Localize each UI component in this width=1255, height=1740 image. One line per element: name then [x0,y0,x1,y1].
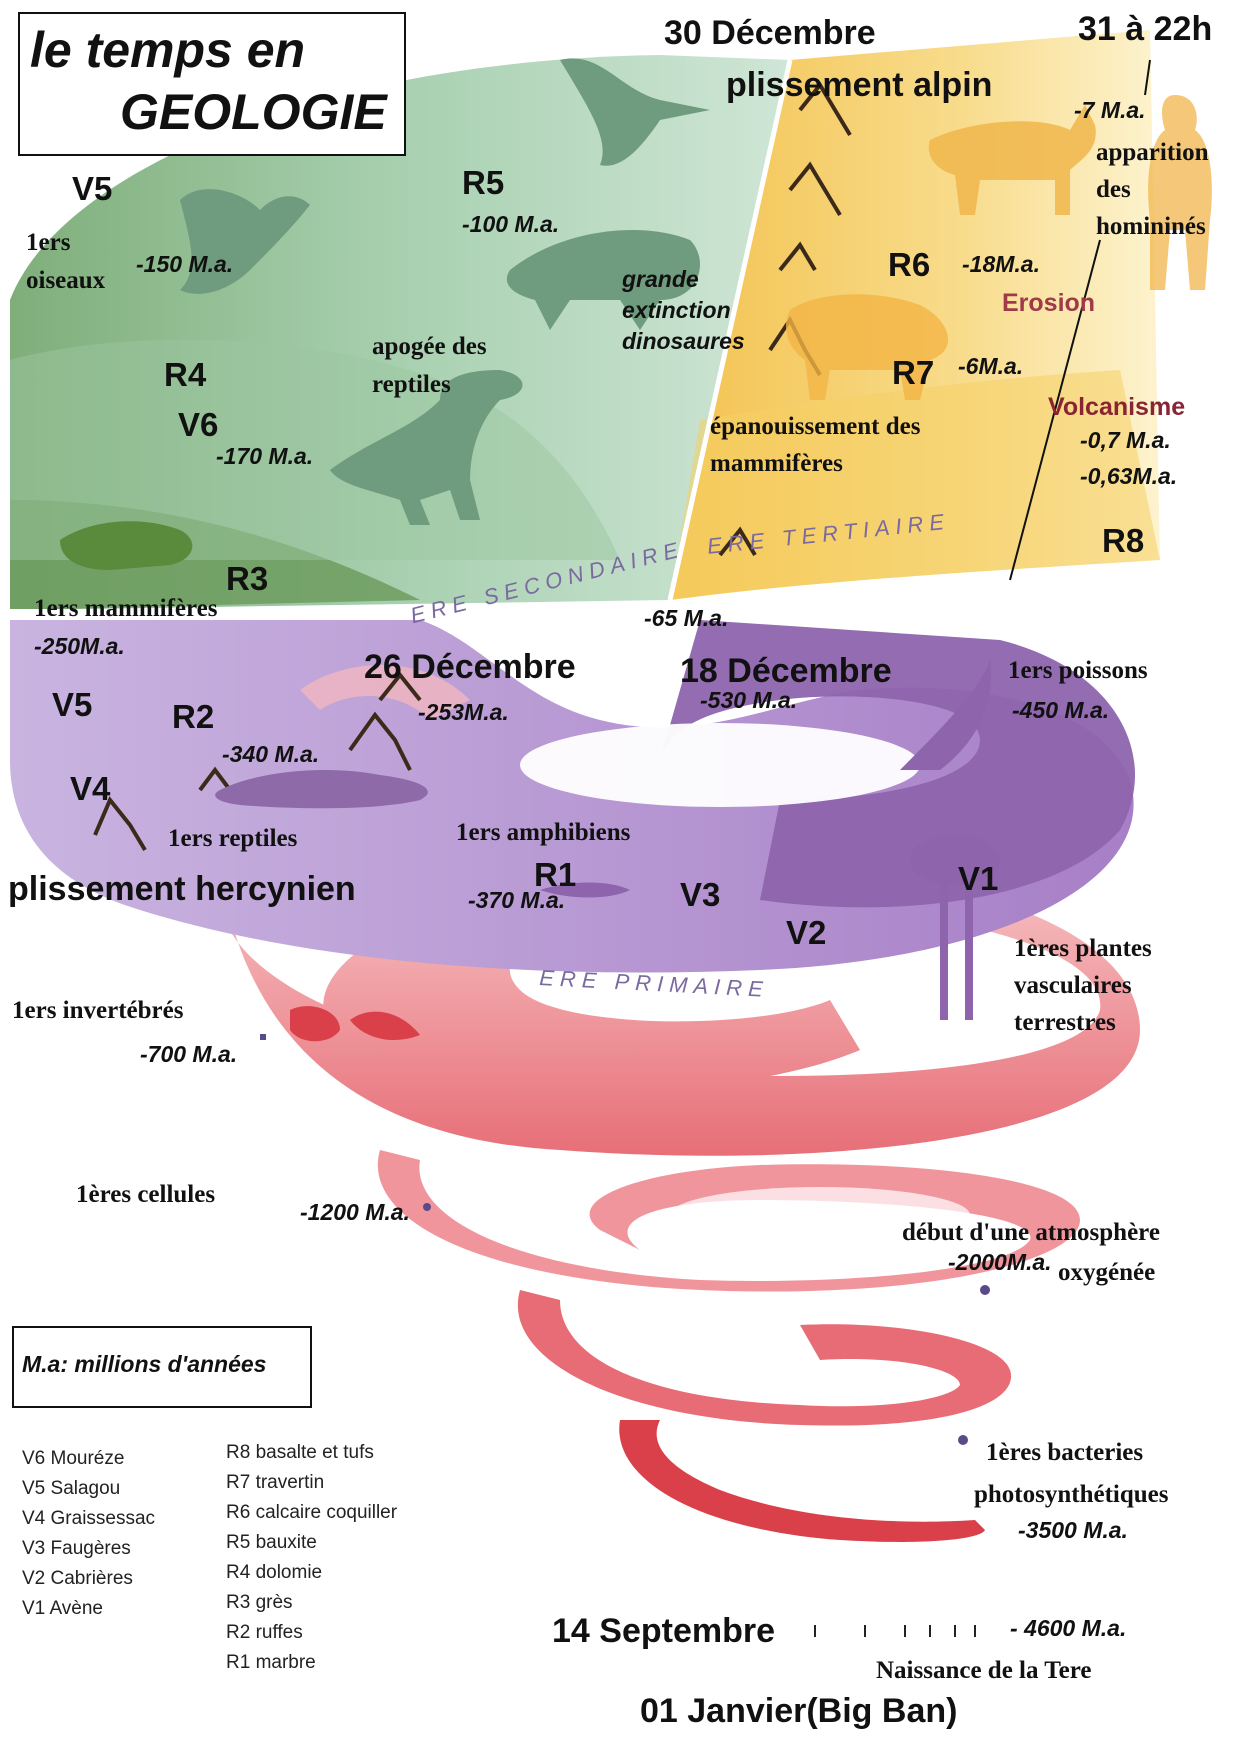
key-rock-item: R7 travertin [226,1468,397,1498]
title-box: le temps en GEOLOGIE [18,12,406,156]
age-700: -700 M.a. [140,1042,237,1066]
code-r3: R3 [226,562,268,597]
code-r4: R4 [164,358,206,393]
label-plantes-vasculaires: 1ères plantes vasculaires terrestres [1014,930,1152,1041]
key-rock-item: R5 bauxite [226,1528,397,1558]
key-rock-item: R8 basalte et tufs [226,1438,397,1468]
age-1200: -1200 M.a. [300,1200,410,1224]
label-premiers-mammiferes: 1ers mammifères [34,596,217,622]
date-26-decembre: 26 Décembre [364,650,576,686]
age-150: -150 M.a. [136,252,233,276]
label-erosion: Erosion [1002,290,1095,316]
title-line-2: GEOLOGIE [120,86,387,139]
label-premieres-cellules: 1ères cellules [76,1182,215,1208]
label-debut-atmosphere: début d'une atmosphère [902,1220,1160,1246]
code-r1: R1 [534,858,576,893]
age-4600: - 4600 M.a. [1010,1616,1126,1640]
age-0-63: -0,63M.a. [1080,464,1177,488]
date-31-22h: 31 à 22h [1078,12,1212,48]
key-site-item: V5 Salagou [22,1474,155,1504]
age-253: -253M.a. [418,700,509,724]
label-premieres-bacteries: 1ères bacteries [986,1440,1143,1466]
key-rock-item: R6 calcaire coquiller [226,1498,397,1528]
key-site-item: V3 Faugères [22,1534,155,1564]
legend-text: M.a: millions d'années [22,1352,266,1376]
age-18: -18M.a. [962,252,1040,276]
code-r7: R7 [892,356,934,391]
age-6: -6M.a. [958,354,1023,378]
code-r6: R6 [888,248,930,283]
age-100: -100 M.a. [462,212,559,236]
label-photosynthetiques: photosynthétiques [974,1482,1169,1508]
date-14-septembre: 14 Septembre [552,1614,775,1650]
age-0-7: -0,7 M.a. [1080,428,1171,452]
label-naissance-terre: Naissance de la Tere [876,1658,1092,1684]
label-plissement-alpin: plissement alpin [726,68,992,104]
code-v6: V6 [178,408,218,443]
label-premiers-poissons: 1ers poissons [1008,658,1148,684]
label-premiers-reptiles: 1ers reptiles [168,826,297,852]
code-v3: V3 [680,878,720,913]
age-450: -450 M.a. [1012,698,1109,722]
key-site-item: V2 Cabrières [22,1564,155,1594]
date-30-decembre: 30 Décembre [664,16,876,52]
age-65: -65 M.a. [644,606,728,630]
key-site-item: V1 Avène [22,1594,155,1624]
code-r2: R2 [172,700,214,735]
age-530: -530 M.a. [700,688,797,712]
label-volcanisme: Volcanisme [1048,394,1185,420]
label-plissement-hercynien: plissement hercynien [8,872,356,908]
code-r5: R5 [462,166,504,201]
age-170: -170 M.a. [216,444,313,468]
code-v5-lower: V5 [52,688,92,723]
key-site-item: V6 Mouréze [22,1444,155,1474]
label-premiers-amphibiens: 1ers amphibiens [456,820,630,846]
label-apogee-reptiles: apogée des reptiles [372,328,487,404]
key-rock-item: R1 marbre [226,1648,397,1678]
code-v5-upper: V5 [72,172,112,207]
label-epanouissement-mammiferes: épanouissement des mammifères [710,408,920,482]
label-apparition-hominines: apparition des homininés [1096,134,1209,245]
age-7: -7 M.a. [1074,98,1146,122]
code-r8: R8 [1102,524,1144,559]
age-250: -250M.a. [34,634,125,658]
label-oxygenee: oxygénée [1058,1260,1155,1286]
label-premiers-oiseaux: 1ers oiseaux [26,224,105,300]
key-site-item: V4 Graissessac [22,1504,155,1534]
code-v1: V1 [958,862,998,897]
code-v2: V2 [786,916,826,951]
key-sites-list: V6 Mouréze V5 Salagou V4 Graissessac V3 … [22,1444,155,1624]
age-340: -340 M.a. [222,742,319,766]
date-18-decembre: 18 Décembre [680,654,892,690]
key-rock-item: R3 grès [226,1588,397,1618]
key-rocks-list: R8 basalte et tufs R7 travertin R6 calca… [226,1438,397,1678]
timeline-ticks [815,1625,975,1637]
key-rock-item: R2 ruffes [226,1618,397,1648]
key-rock-item: R4 dolomie [226,1558,397,1588]
legend-box: M.a: millions d'années [12,1326,312,1408]
title-line-1: le temps en [30,24,305,77]
age-2000: -2000M.a. [948,1250,1052,1274]
label-premiers-invertebres: 1ers invertébrés [12,998,183,1024]
label-grande-extinction: grande extinction dinosaures [622,264,745,357]
age-3500: -3500 M.a. [1018,1518,1128,1542]
code-v4: V4 [70,772,110,807]
date-01-janvier: 01 Janvier(Big Ban) [640,1694,957,1730]
